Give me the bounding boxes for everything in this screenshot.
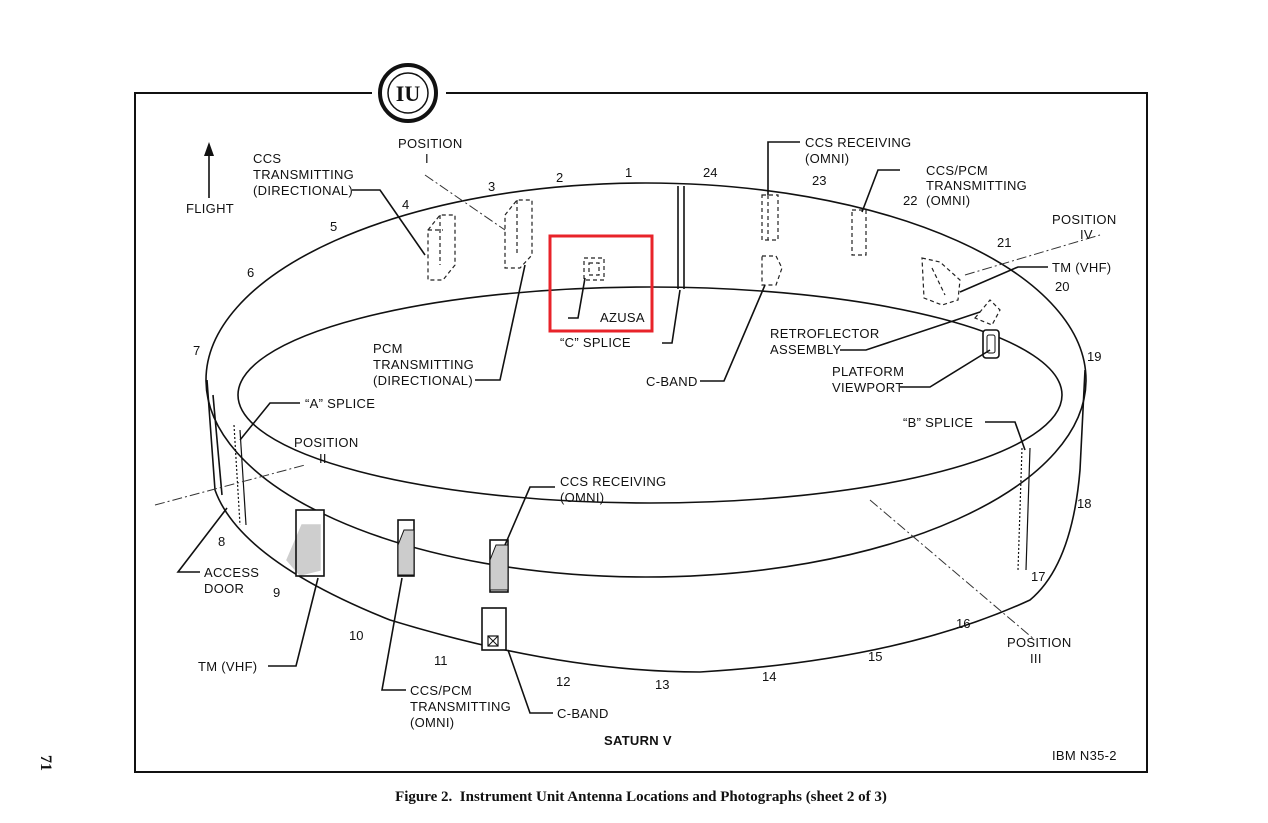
ccs-tx-dir-line1: CCS [253, 151, 281, 166]
station-12: 12 [556, 674, 570, 689]
antenna-ccs-tx-directional [427, 214, 456, 281]
platform-viewport-line2: VIEWPORT [832, 380, 904, 395]
b-splice-label: “B” SPLICE [903, 415, 973, 430]
station-23: 23 [812, 173, 826, 188]
c-band-bottom-label: C-BAND [557, 706, 609, 721]
position-2-numeral: II [319, 451, 327, 466]
station-1: 1 [625, 165, 632, 180]
ccs-rx-top-line2: (OMNI) [805, 151, 849, 166]
station-21: 21 [997, 235, 1011, 250]
station-5: 5 [330, 219, 337, 234]
antenna-ccs-receiving-top [761, 194, 779, 241]
station-20: 20 [1055, 279, 1069, 294]
callout-labels: CCS TRANSMITTING (DIRECTIONAL) PCM TRANS… [198, 135, 1117, 763]
position-3-numeral: III [1030, 651, 1042, 666]
station-17: 17 [1031, 569, 1045, 584]
pcm-tx-dir-line3: (DIRECTIONAL) [373, 373, 473, 388]
antenna-c-band-top [761, 255, 783, 286]
station-2: 2 [556, 170, 563, 185]
station-9: 9 [273, 585, 280, 600]
retroflector-line2: ASSEMBLY [770, 342, 842, 357]
station-22: 22 [903, 193, 917, 208]
ccs-rx-top-line1: CCS RECEIVING [805, 135, 911, 150]
antenna-ccs-pcm-tx-bottom [397, 519, 415, 577]
station-24: 24 [703, 165, 717, 180]
iu-logo-text: IU [396, 81, 421, 106]
station-15: 15 [868, 649, 882, 664]
position-labels: POSITION I POSITION II POSITION III POSI… [294, 136, 1117, 666]
station-numbers: 1 2 3 4 5 6 7 8 9 10 11 12 13 14 15 16 1… [193, 165, 1101, 692]
antenna-c-band-bottom [481, 607, 507, 651]
station-10: 10 [349, 628, 363, 643]
platform-viewport-icon [982, 329, 1000, 359]
antenna-ccs-pcm-tx-top [851, 209, 867, 256]
ccs-pcm-tx-top-line3: (OMNI) [926, 193, 970, 208]
position-4-numeral: IV [1080, 227, 1093, 242]
ccs-pcm-tx-bottom-line2: TRANSMITTING [410, 699, 511, 714]
azusa-label: AZUSA [600, 310, 645, 325]
ccs-pcm-tx-bottom-line3: (OMNI) [410, 715, 454, 730]
station-4: 4 [402, 197, 409, 212]
station-14: 14 [762, 669, 776, 684]
position-1-numeral: I [425, 151, 429, 166]
iu-logo: IU [372, 62, 446, 124]
position-1-label: POSITION [398, 136, 463, 151]
position-axes [154, 174, 1101, 641]
saturn-label: SATURN V [604, 733, 672, 748]
station-6: 6 [247, 265, 254, 280]
access-door-line2: DOOR [204, 581, 244, 596]
ccs-pcm-tx-bottom-line1: CCS/PCM [410, 683, 472, 698]
ibm-code-label: IBM N35-2 [1052, 748, 1117, 763]
position-2-label: POSITION [294, 435, 359, 450]
c-band-top-label: C-BAND [646, 374, 698, 389]
antenna-tm-vhf-bottom [286, 509, 325, 577]
platform-viewport-line1: PLATFORM [832, 364, 904, 379]
page-number: 71 [37, 755, 54, 771]
c-splice-label: “C” SPLICE [560, 335, 631, 350]
retroflector-line1: RETROFLECTOR [770, 326, 880, 341]
ccs-rx-bottom-line1: CCS RECEIVING [560, 474, 666, 489]
leader-lines [176, 141, 1048, 714]
antenna-ccs-receiving-bottom [489, 539, 509, 593]
station-11: 11 [434, 653, 448, 668]
ccs-tx-dir-line3: (DIRECTIONAL) [253, 183, 353, 198]
station-7: 7 [193, 343, 200, 358]
a-splice-label: “A” SPLICE [305, 396, 375, 411]
tm-vhf-right-label: TM (VHF) [1052, 260, 1111, 275]
flight-arrow-icon [204, 142, 214, 198]
antenna-azusa [583, 257, 605, 281]
antenna-tm-vhf-top [921, 257, 961, 306]
highlight-box [548, 234, 654, 333]
antenna-pcm-tx-directional [504, 199, 533, 269]
pcm-tx-dir-line1: PCM [373, 341, 403, 356]
tm-vhf-bottom-label: TM (VHF) [198, 659, 257, 674]
figure-frame [134, 92, 1148, 773]
figure-caption: Figure 2. Instrument Unit Antenna Locati… [395, 789, 887, 805]
ccs-tx-dir-line2: TRANSMITTING [253, 167, 354, 182]
position-4-label: POSITION [1052, 212, 1117, 227]
station-3: 3 [488, 179, 495, 194]
ccs-pcm-tx-top-line2: TRANSMITTING [926, 178, 1027, 193]
pcm-tx-dir-line2: TRANSMITTING [373, 357, 474, 372]
position-3-label: POSITION [1007, 635, 1072, 650]
station-18: 18 [1077, 496, 1091, 511]
access-door-line1: ACCESS [204, 565, 259, 580]
station-16: 16 [956, 616, 970, 631]
ccs-rx-bottom-line2: (OMNI) [560, 490, 604, 505]
retroflector-icon [974, 299, 1001, 326]
flight-label: FLIGHT [186, 201, 234, 216]
station-13: 13 [655, 677, 669, 692]
station-19: 19 [1087, 349, 1101, 364]
ccs-pcm-tx-top-line1: CCS/PCM [926, 163, 988, 178]
iu-ring [205, 182, 1087, 673]
station-8: 8 [218, 534, 225, 549]
